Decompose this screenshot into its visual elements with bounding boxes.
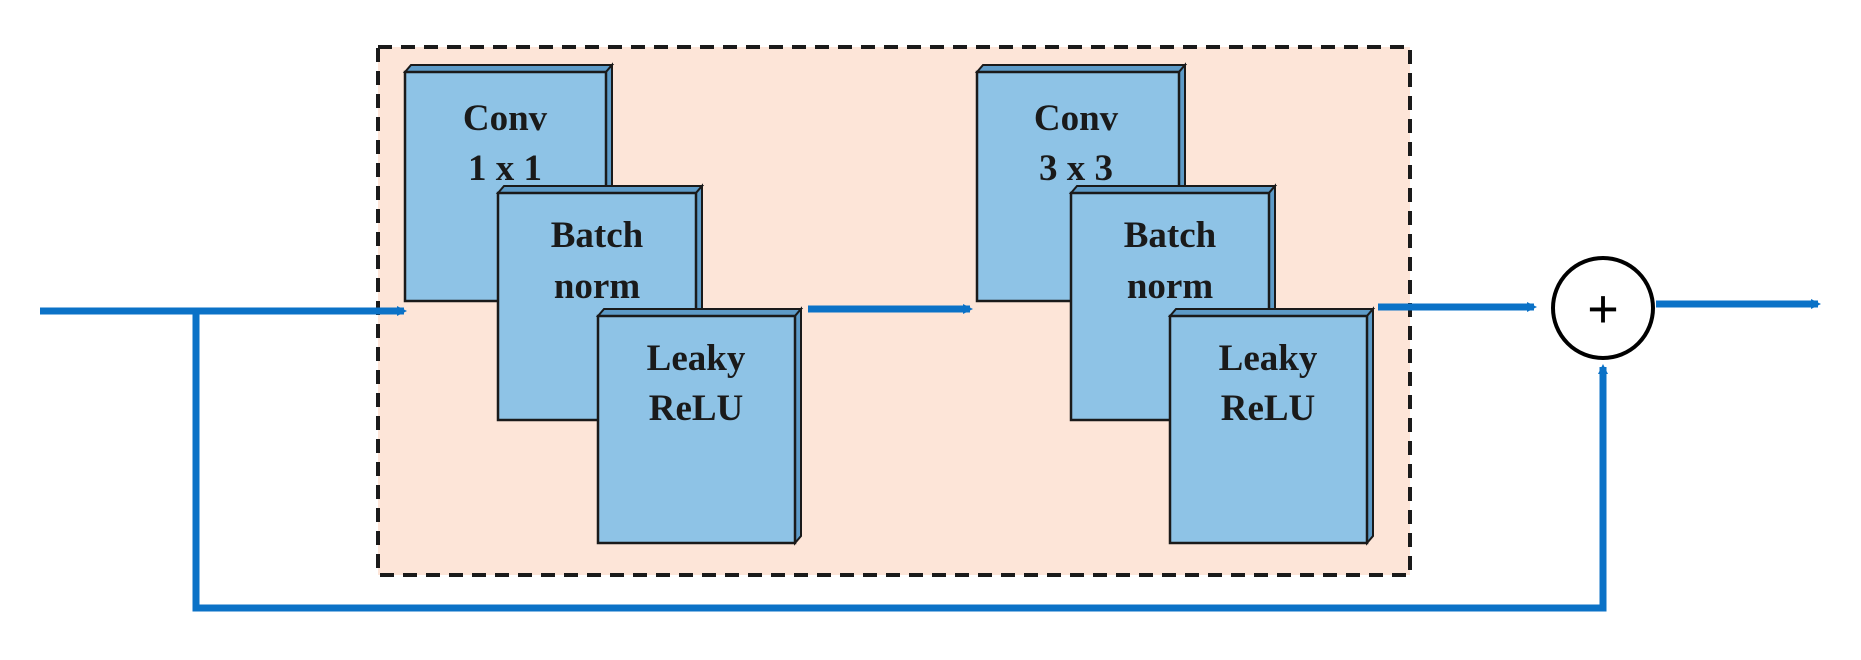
stage1-batchnorm-label-line1: Batch [551, 215, 644, 256]
stage2-batchnorm-label-line2: norm [1127, 266, 1214, 307]
stage1-conv-label-line2: 1 x 1 [468, 148, 542, 189]
plus-icon: + [1587, 279, 1619, 339]
stage2-conv-label-line1: Conv [1034, 98, 1119, 139]
sum-node: + [1551, 256, 1655, 360]
stage1-batchnorm-label-line2: norm [554, 266, 641, 307]
stage2-batchnorm-label-line1: Batch [1124, 215, 1217, 256]
stage2-leakyrelu-label-line2: ReLU [1221, 388, 1316, 429]
stage1-leakyrelu-label-line1: Leaky [647, 338, 746, 379]
stage2-leakyrelu-block: Leaky ReLU [1167, 306, 1376, 546]
stage1-leakyrelu-label-line2: ReLU [649, 388, 744, 429]
stage2-conv-label-line2: 3 x 3 [1039, 148, 1113, 189]
stage1-conv-label-line1: Conv [463, 98, 548, 139]
skip-connection [192, 311, 1608, 612]
stage1-leakyrelu-block: Leaky ReLU [595, 306, 804, 546]
stage2-leakyrelu-label-line1: Leaky [1219, 338, 1318, 379]
